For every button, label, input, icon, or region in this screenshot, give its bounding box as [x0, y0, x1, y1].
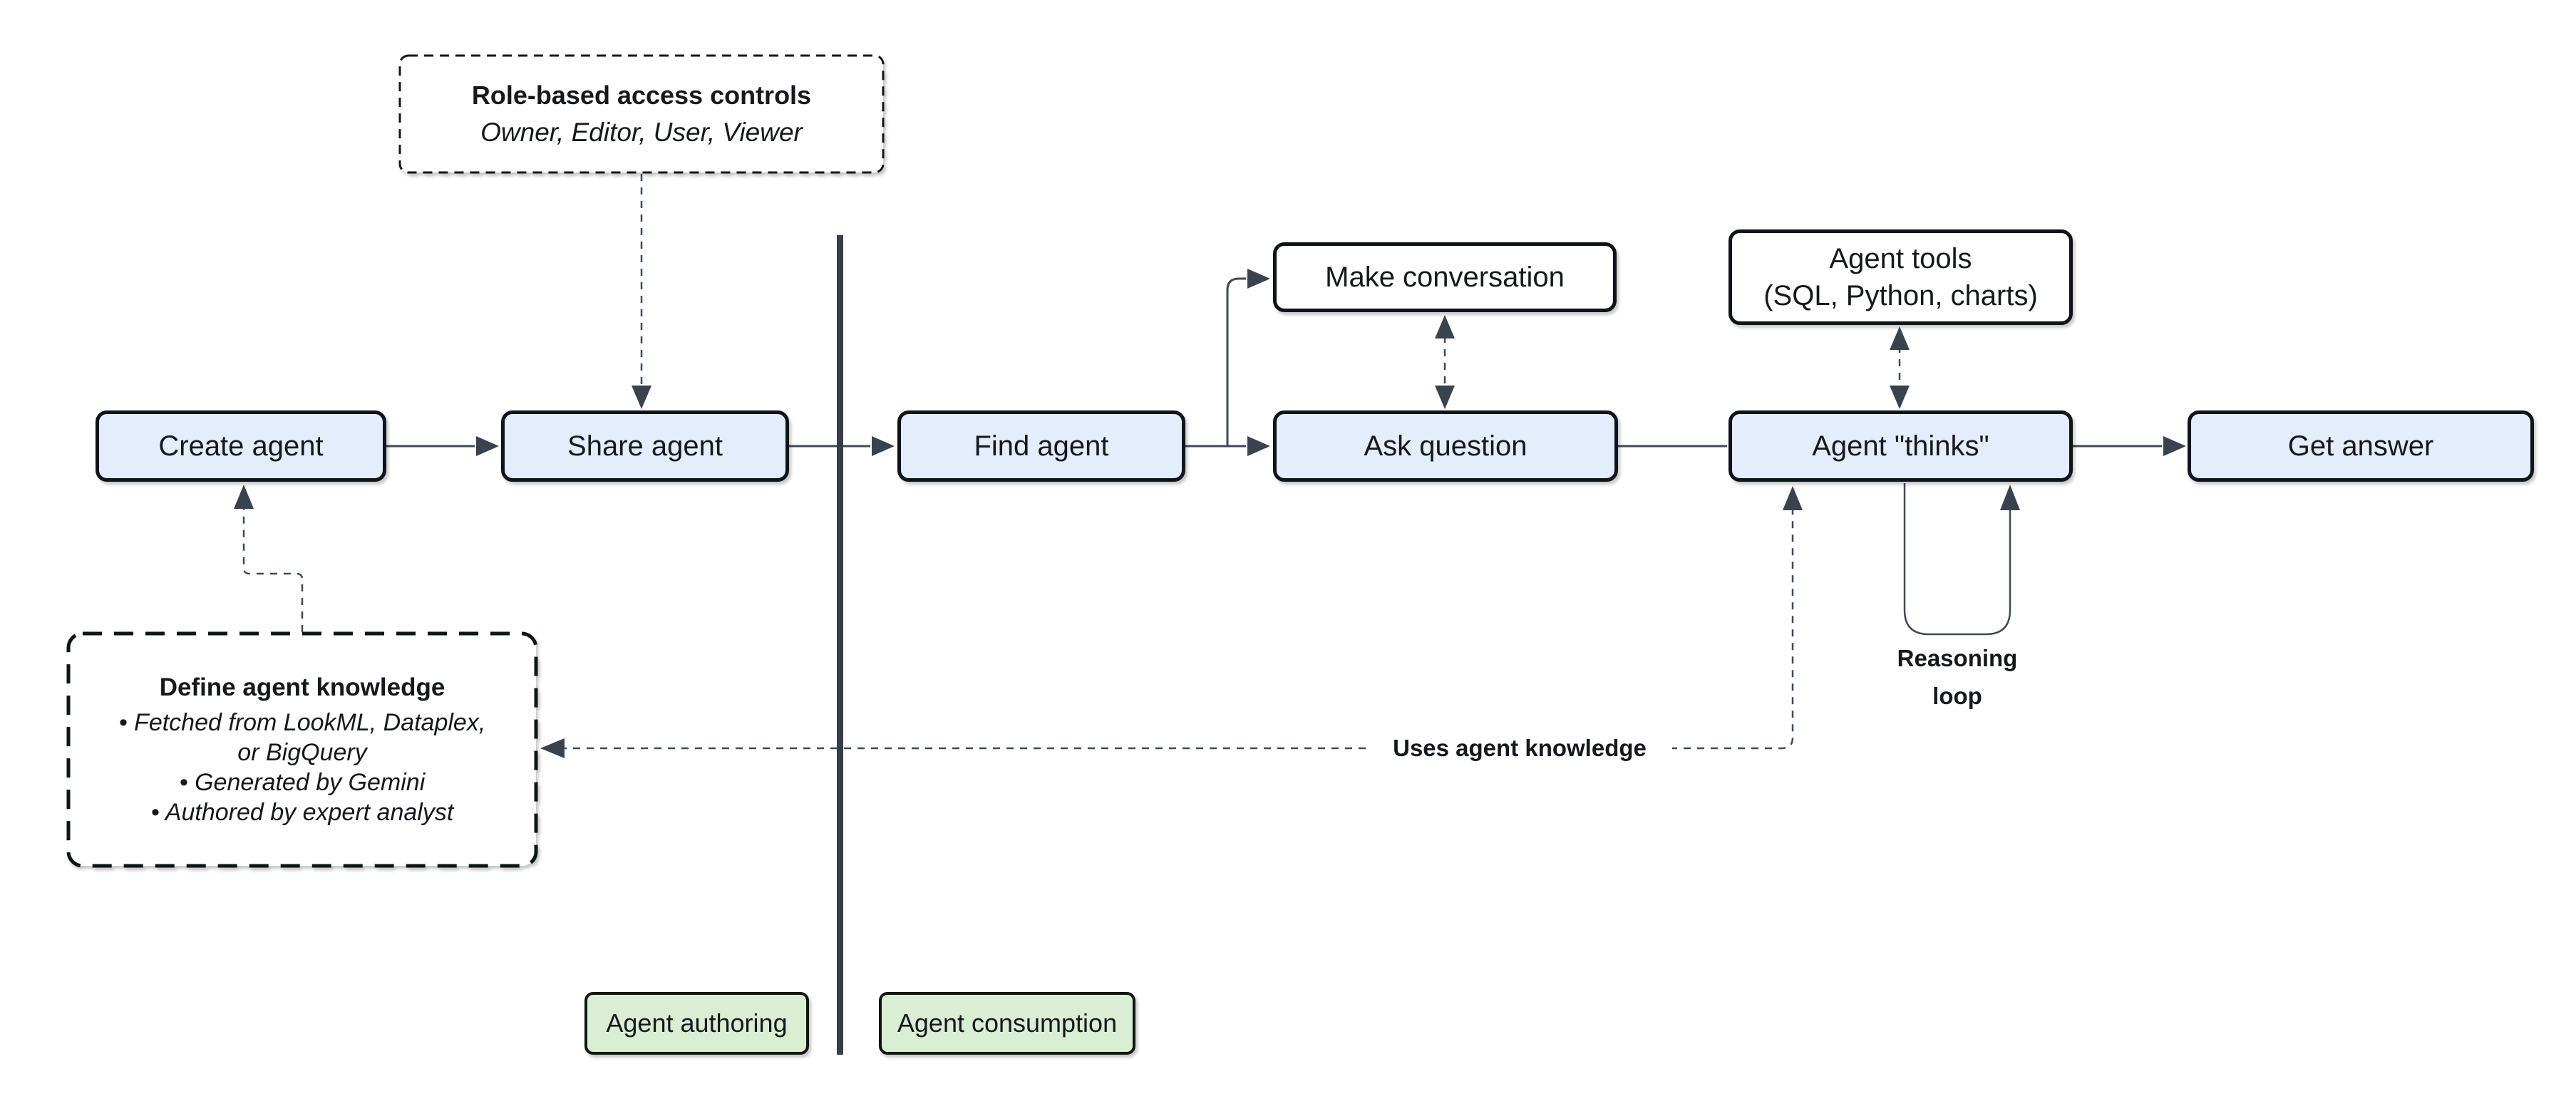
define-knowledge-note: Define agent knowledge • Fetched from Lo… [68, 634, 536, 866]
arrowhead-make-link-up [1435, 315, 1455, 338]
zone-divider [837, 235, 843, 1055]
dashed-uses-knowledge-line [546, 499, 1794, 750]
zone-agent-authoring-label: Agent authoring [606, 1008, 788, 1038]
arrowhead-rbac-into-share [632, 386, 651, 409]
arrowhead-tools-link-down [1890, 386, 1910, 409]
define-knowledge-title: Define agent knowledge [159, 673, 445, 701]
zone-agent-consumption-label: Agent consumption [897, 1008, 1118, 1038]
node-agent-tools: Agent tools (SQL, Python, charts) [1729, 229, 2073, 325]
node-get-answer: Get answer [2188, 410, 2534, 482]
arrowhead-into-create [234, 485, 254, 509]
arrowhead-tools-link-up [1890, 326, 1910, 350]
node-find-agent: Find agent [897, 410, 1185, 482]
arrowhead-uses-into-thinks [1783, 486, 1803, 510]
zone-agent-consumption: Agent consumption [879, 992, 1135, 1055]
arrowhead-into-share [476, 436, 499, 456]
uses-agent-knowledge-text: Uses agent knowledge [1393, 735, 1647, 761]
node-create-agent-label: Create agent [158, 430, 324, 462]
arrowhead-into-ask [1247, 436, 1270, 456]
node-agent-tools-sublabel: (SQL, Python, charts) [1763, 280, 2038, 311]
dashed-knowledge-to-create [242, 499, 304, 632]
node-share-agent-label: Share agent [567, 430, 723, 462]
zone-agent-authoring: Agent authoring [584, 992, 809, 1055]
rbac-note-title: Role-based access controls [471, 81, 812, 110]
rbac-note-subtitle: Owner, Editor, User, Viewer [480, 118, 803, 147]
arrow-find-to-make-conversation [1226, 277, 1246, 446]
arrowhead-uses-into-knowledge [540, 738, 565, 758]
knowledge-item-line: or BigQuery [237, 739, 367, 766]
node-find-agent-label: Find agent [974, 430, 1109, 462]
node-ask-question: Ask question [1273, 410, 1618, 482]
rbac-note-border [398, 54, 885, 174]
node-make-conversation: Make conversation [1273, 242, 1617, 312]
node-agent-thinks: Agent "thinks" [1729, 410, 2073, 482]
reasoning-loop-label: Reasoning loop [1868, 639, 2046, 715]
knowledge-item-line: • Generated by Gemini [179, 769, 426, 796]
define-knowledge-note-border [66, 631, 538, 868]
reasoning-loop-line2: loop [1932, 683, 1982, 709]
arrowhead-into-make-conversation [1247, 269, 1270, 289]
rbac-note: Role-based access controls Owner, Editor… [400, 56, 883, 172]
arrowhead-into-find [872, 436, 895, 456]
node-share-agent: Share agent [501, 410, 789, 482]
node-get-answer-label: Get answer [2287, 430, 2434, 462]
knowledge-item-line: • Authored by expert analyst [150, 799, 454, 826]
reasoning-loop-line1: Reasoning [1897, 645, 2018, 671]
node-agent-thinks-label: Agent "thinks" [1812, 430, 1989, 462]
node-make-conversation-label: Make conversation [1325, 262, 1565, 293]
reasoning-loop-line [1903, 483, 2011, 636]
uses-agent-knowledge-label: Uses agent knowledge [1367, 731, 1672, 765]
node-ask-question-label: Ask question [1364, 430, 1527, 462]
arrowhead-make-link-down [1435, 386, 1455, 409]
node-create-agent: Create agent [96, 410, 386, 482]
knowledge-item-line: • Fetched from LookML, Dataplex, [118, 709, 486, 736]
arrowhead-into-get-answer [2163, 436, 2186, 456]
node-agent-tools-label: Agent tools [1829, 243, 1972, 274]
arrowhead-loop-into-thinks [2000, 485, 2020, 510]
